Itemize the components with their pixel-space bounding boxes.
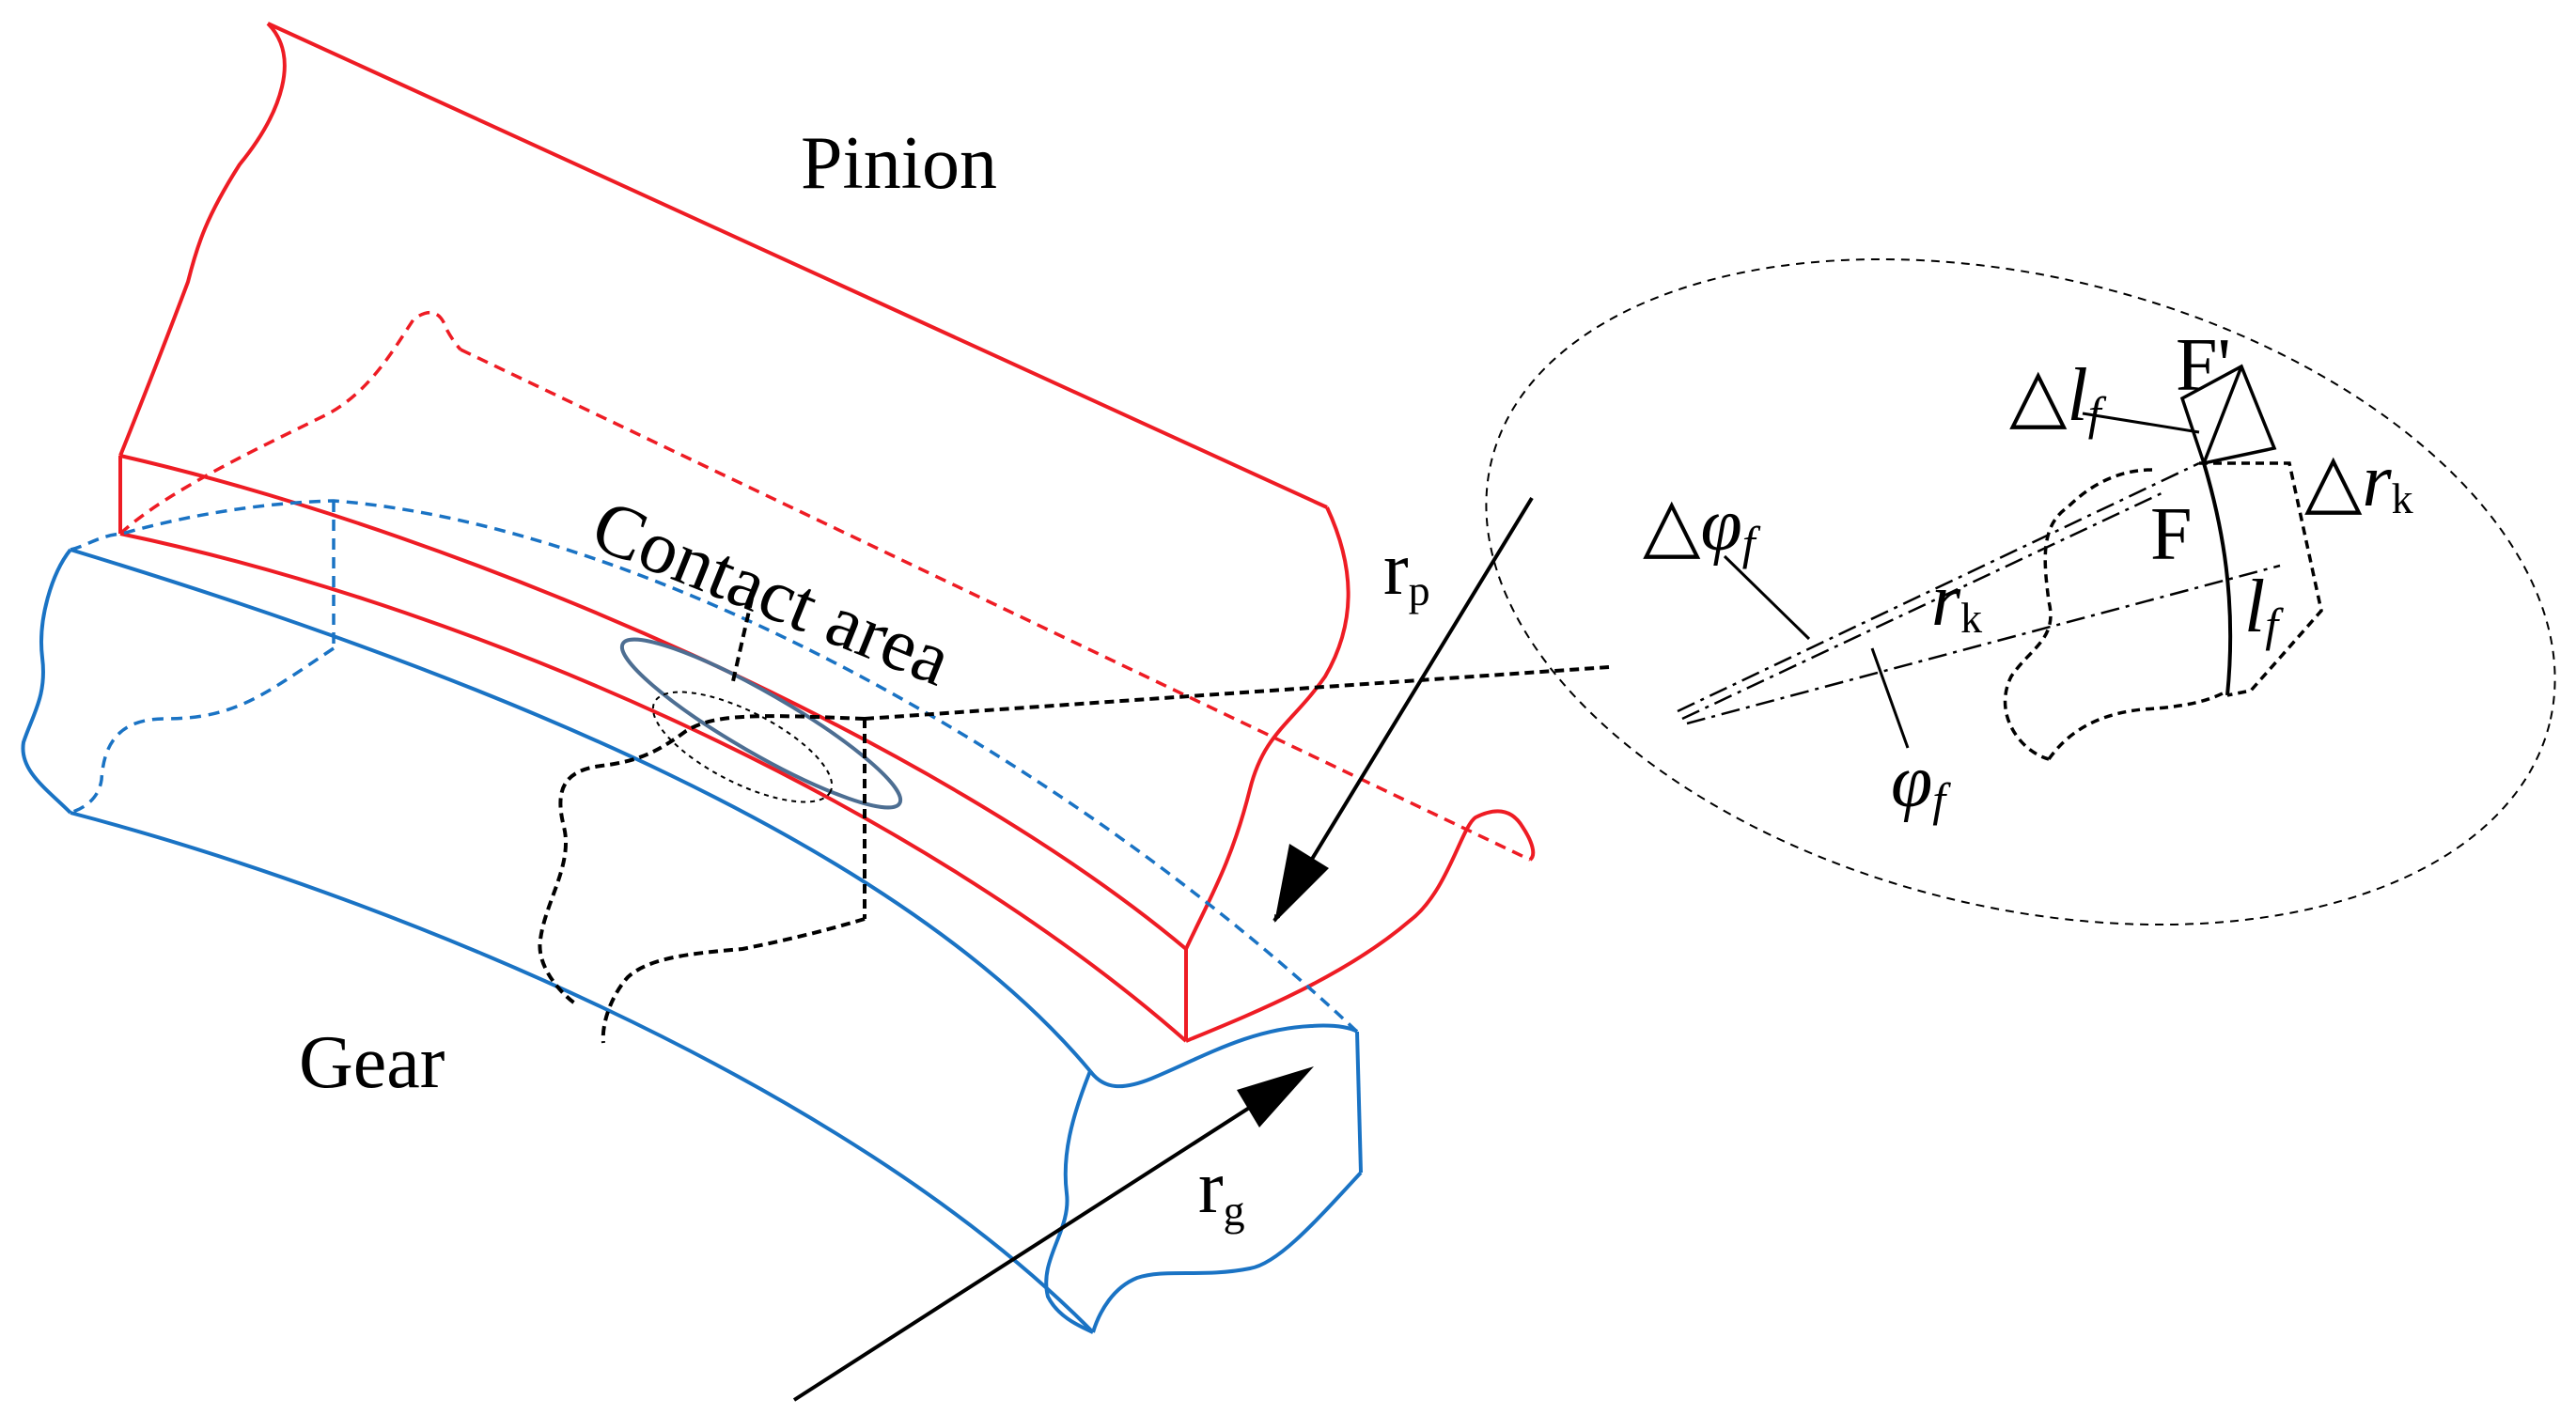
radius-line-middle: [1681, 491, 2162, 721]
force-triangle-upper: [2179, 364, 2277, 466]
f-label: F: [2150, 493, 2193, 576]
delta-phi-symbol: φ: [1701, 484, 1742, 567]
r-k-label: rk: [1931, 559, 1982, 642]
r-k-sub: k: [1960, 594, 1982, 642]
pinion-front-fillet: [1185, 809, 1536, 1043]
detail-profile-left: [2003, 468, 2153, 761]
detail-profile-right: [2199, 461, 2323, 697]
gear-front-right: [1355, 1031, 1363, 1174]
r-g-arrow: [792, 1069, 1308, 1402]
delta-l-leader: [2082, 412, 2200, 434]
pinion-back-profile: [118, 22, 287, 457]
detail-arc: [2202, 462, 2233, 696]
r-g-main: r: [1198, 1146, 1224, 1229]
pinion-hidden-edge: [460, 348, 1531, 862]
detail-ellipse: [1485, 257, 2556, 926]
delta-r-symbol: r: [2363, 440, 2393, 522]
radius-line-upper: [1677, 461, 2200, 713]
contact-ellipse: [619, 637, 903, 810]
section-profile: [538, 714, 866, 1005]
r-p-label: rp: [1383, 528, 1430, 614]
delta-l-delta: △: [2009, 354, 2068, 437]
r-p-sub: p: [1409, 567, 1430, 614]
l-f-main: l: [2244, 566, 2265, 648]
gear-front-left: [1044, 1070, 1094, 1334]
pinion-front-profile: [1184, 506, 1350, 950]
contact-section: [538, 598, 1610, 1044]
delta-r-label: △rk: [2304, 440, 2413, 522]
delta-phi-label: △φf: [1643, 484, 1761, 569]
section-bottom: [601, 917, 866, 1044]
leader-lines: [1723, 412, 2200, 749]
radius-line-lower: [1686, 564, 2281, 725]
delta-phi-sub: f: [1742, 517, 1761, 569]
delta-r-delta: △: [2304, 440, 2363, 522]
r-k-main: r: [1931, 559, 1961, 642]
phi-f-main: φ: [1891, 740, 1932, 823]
pinion-label: Pinion: [801, 122, 997, 205]
contact-zoom-ellipse: [651, 691, 834, 803]
phi-f-leader: [1870, 647, 1910, 749]
gear-label: Gear: [299, 1021, 445, 1104]
delta-r-sub: k: [2392, 474, 2413, 522]
detail-lines: [1677, 461, 2281, 725]
gear-front-top: [1088, 1023, 1359, 1089]
r-p-arrowhead: [1274, 844, 1329, 923]
section-leader: [864, 665, 1610, 721]
phi-f-label: φf: [1891, 740, 1951, 826]
gear-hidden-top: [70, 499, 1359, 1034]
delta-l-label: △lf: [2009, 354, 2107, 440]
gear-body: [21, 548, 1363, 1334]
detail-profile-bottom: [2047, 692, 2224, 761]
r-g-sub: g: [1224, 1187, 1245, 1235]
gear-hidden-profile: [70, 646, 335, 815]
gear-hidden: [70, 499, 1359, 1034]
r-g-arrowhead: [1237, 1066, 1314, 1127]
gear-top-edge: [70, 548, 1092, 1073]
r-p-main: r: [1383, 528, 1409, 611]
l-f-label: lf: [2244, 566, 2284, 651]
gear-bottom-edge: [70, 811, 1095, 1334]
pinion-hidden: [118, 310, 1531, 862]
gear-front-bottom: [1091, 1171, 1363, 1333]
detail-tooth-profile: [2003, 461, 2323, 761]
l-f-sub: f: [2265, 599, 2284, 651]
phi-f-sub: f: [1932, 773, 1951, 826]
force-triangles: [2179, 364, 2277, 466]
delta-l-symbol: l: [2068, 354, 2088, 437]
pinion-top-edge: [267, 22, 1328, 509]
force-triangle-diagonal: [2202, 365, 2243, 464]
delta-l-sub: f: [2088, 387, 2107, 440]
r-g-label: rg: [1198, 1146, 1245, 1235]
gear-left-profile: [21, 548, 72, 815]
pinion-tooth-bottom: [119, 532, 1188, 1043]
r-p-arrow: [1272, 496, 1534, 923]
f-prime-label: F': [2176, 324, 2231, 407]
delta-phi-delta: △: [1643, 484, 1701, 567]
delta-phi-leader: [1723, 554, 1811, 641]
